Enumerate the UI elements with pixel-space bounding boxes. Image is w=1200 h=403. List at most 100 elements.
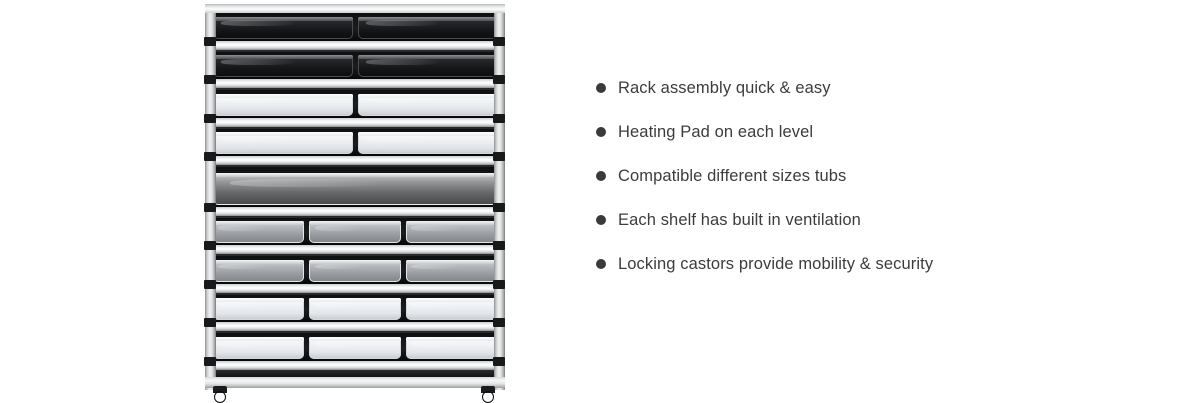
tub-gloss-highlight [314, 340, 363, 347]
tub-gloss-highlight [411, 302, 459, 309]
feature-list-item: Heating Pad on each level [596, 110, 1156, 154]
shelf-rail [205, 156, 505, 166]
tub-rim [309, 298, 401, 303]
product-image [195, 0, 515, 400]
storage-tub-white [309, 298, 401, 321]
feature-list-item: Compatible different sizes tubs [596, 154, 1156, 198]
rack-shelf-level-8 [205, 294, 505, 334]
shelf-ventilation-slot [205, 165, 505, 168]
tub-rim [405, 298, 497, 303]
shelf-rail [205, 245, 505, 255]
tub-rim [213, 259, 305, 264]
storage-tub-white [213, 336, 305, 359]
feature-list-item: Rack assembly quick & easy [596, 66, 1156, 110]
storage-tub-white [213, 298, 305, 321]
storage-tub-grey [405, 259, 497, 282]
shelf-bracket-left [204, 357, 216, 366]
shelf-rail [205, 206, 505, 216]
rack-top-rail [205, 4, 505, 13]
storage-tub-white [405, 336, 497, 359]
storage-tub-dark [213, 16, 353, 39]
tub-rim [357, 93, 497, 98]
tub-rim [357, 132, 497, 137]
rack-shelf-level-3 [205, 90, 505, 129]
tub-gloss-highlight [221, 136, 294, 142]
castor-yoke-icon [213, 386, 227, 393]
shelf-bracket-left [204, 113, 216, 123]
tub-gloss-highlight [218, 225, 266, 231]
tub-gloss-highlight [221, 97, 294, 104]
tub-gloss-highlight [411, 340, 459, 347]
tub-gloss-highlight [221, 59, 294, 65]
shelf-bracket-right [493, 279, 505, 289]
feature-label: Each shelf has built in ventilation [618, 211, 861, 229]
shelf-bracket-right [493, 357, 505, 366]
bullet-point-icon [596, 127, 606, 137]
tub-rim [309, 336, 401, 341]
tub-rim [213, 336, 305, 341]
shelf-rail [205, 40, 505, 50]
tub-gloss-highlight [218, 263, 266, 270]
tub-rim [213, 221, 305, 226]
tub-rim [213, 298, 305, 303]
feature-list-item: Each shelf has built in ventilation [596, 198, 1156, 242]
shelf-rail [205, 322, 505, 332]
bullet-point-icon [596, 83, 606, 93]
storage-tub-dark [357, 16, 497, 39]
shelf-ventilation-slot [205, 215, 505, 218]
shelf-bracket-right [493, 202, 505, 212]
tub-rack-illustration [204, 4, 505, 394]
shelf-rail [205, 79, 505, 89]
bullet-point-icon [596, 171, 606, 181]
castor-wheel-left [211, 386, 229, 402]
castor-wheel-icon [482, 391, 494, 403]
tub-rim [357, 16, 497, 21]
storage-tub-white [357, 132, 497, 155]
shelf-ventilation-slot [205, 49, 505, 52]
rack-base-shadow [213, 370, 497, 378]
tub-rim [309, 259, 401, 264]
shelf-bracket-right [493, 113, 505, 123]
castor-wheel-right [479, 386, 497, 402]
feature-label: Heating Pad on each level [618, 123, 814, 141]
storage-tub-grey [213, 221, 305, 244]
rack-shelf-level-6 [205, 217, 505, 257]
feature-label: Compatible different sizes tubs [618, 167, 847, 185]
rack-upright-left [205, 4, 216, 390]
rack-shelf-level-7 [205, 256, 505, 295]
rack-upright-right [494, 4, 505, 390]
feature-label: Rack assembly quick & easy [618, 79, 831, 97]
storage-tub-grey [309, 259, 401, 282]
shelf-ventilation-slot [205, 292, 505, 295]
tub-gloss-highlight [230, 178, 378, 187]
castor-wheel-icon [214, 391, 226, 403]
shelf-ventilation-slot [205, 126, 505, 129]
shelf-ventilation-slot [205, 88, 505, 91]
tub-rim [213, 16, 353, 21]
feature-list-item: Locking castors provide mobility & secur… [596, 242, 1156, 286]
tub-gloss-highlight [314, 225, 363, 231]
shelf-bracket-left [204, 241, 216, 251]
rack-base-rail [205, 377, 505, 388]
rack-shelf-level-1 [205, 13, 505, 52]
shelf-bracket-left [204, 202, 216, 212]
shelf-ventilation-slot [205, 331, 505, 334]
shelf-bracket-right [493, 36, 505, 46]
feature-label: Locking castors provide mobility & secur… [618, 255, 934, 273]
storage-tub-clear [213, 173, 497, 205]
tub-gloss-highlight [218, 340, 266, 347]
storage-tub-dark [213, 55, 353, 78]
rack-shelf-level-4 [205, 128, 505, 168]
storage-tub-white [213, 93, 353, 116]
tub-rim [213, 132, 353, 137]
shelf-rail [205, 117, 505, 127]
tub-gloss-highlight [218, 302, 266, 309]
tub-gloss-highlight [221, 20, 294, 27]
tub-gloss-highlight [411, 263, 459, 270]
shelf-bracket-right [493, 241, 505, 251]
storage-tub-dark [357, 55, 497, 78]
tub-gloss-highlight [365, 136, 439, 142]
storage-tub-white [309, 336, 401, 359]
